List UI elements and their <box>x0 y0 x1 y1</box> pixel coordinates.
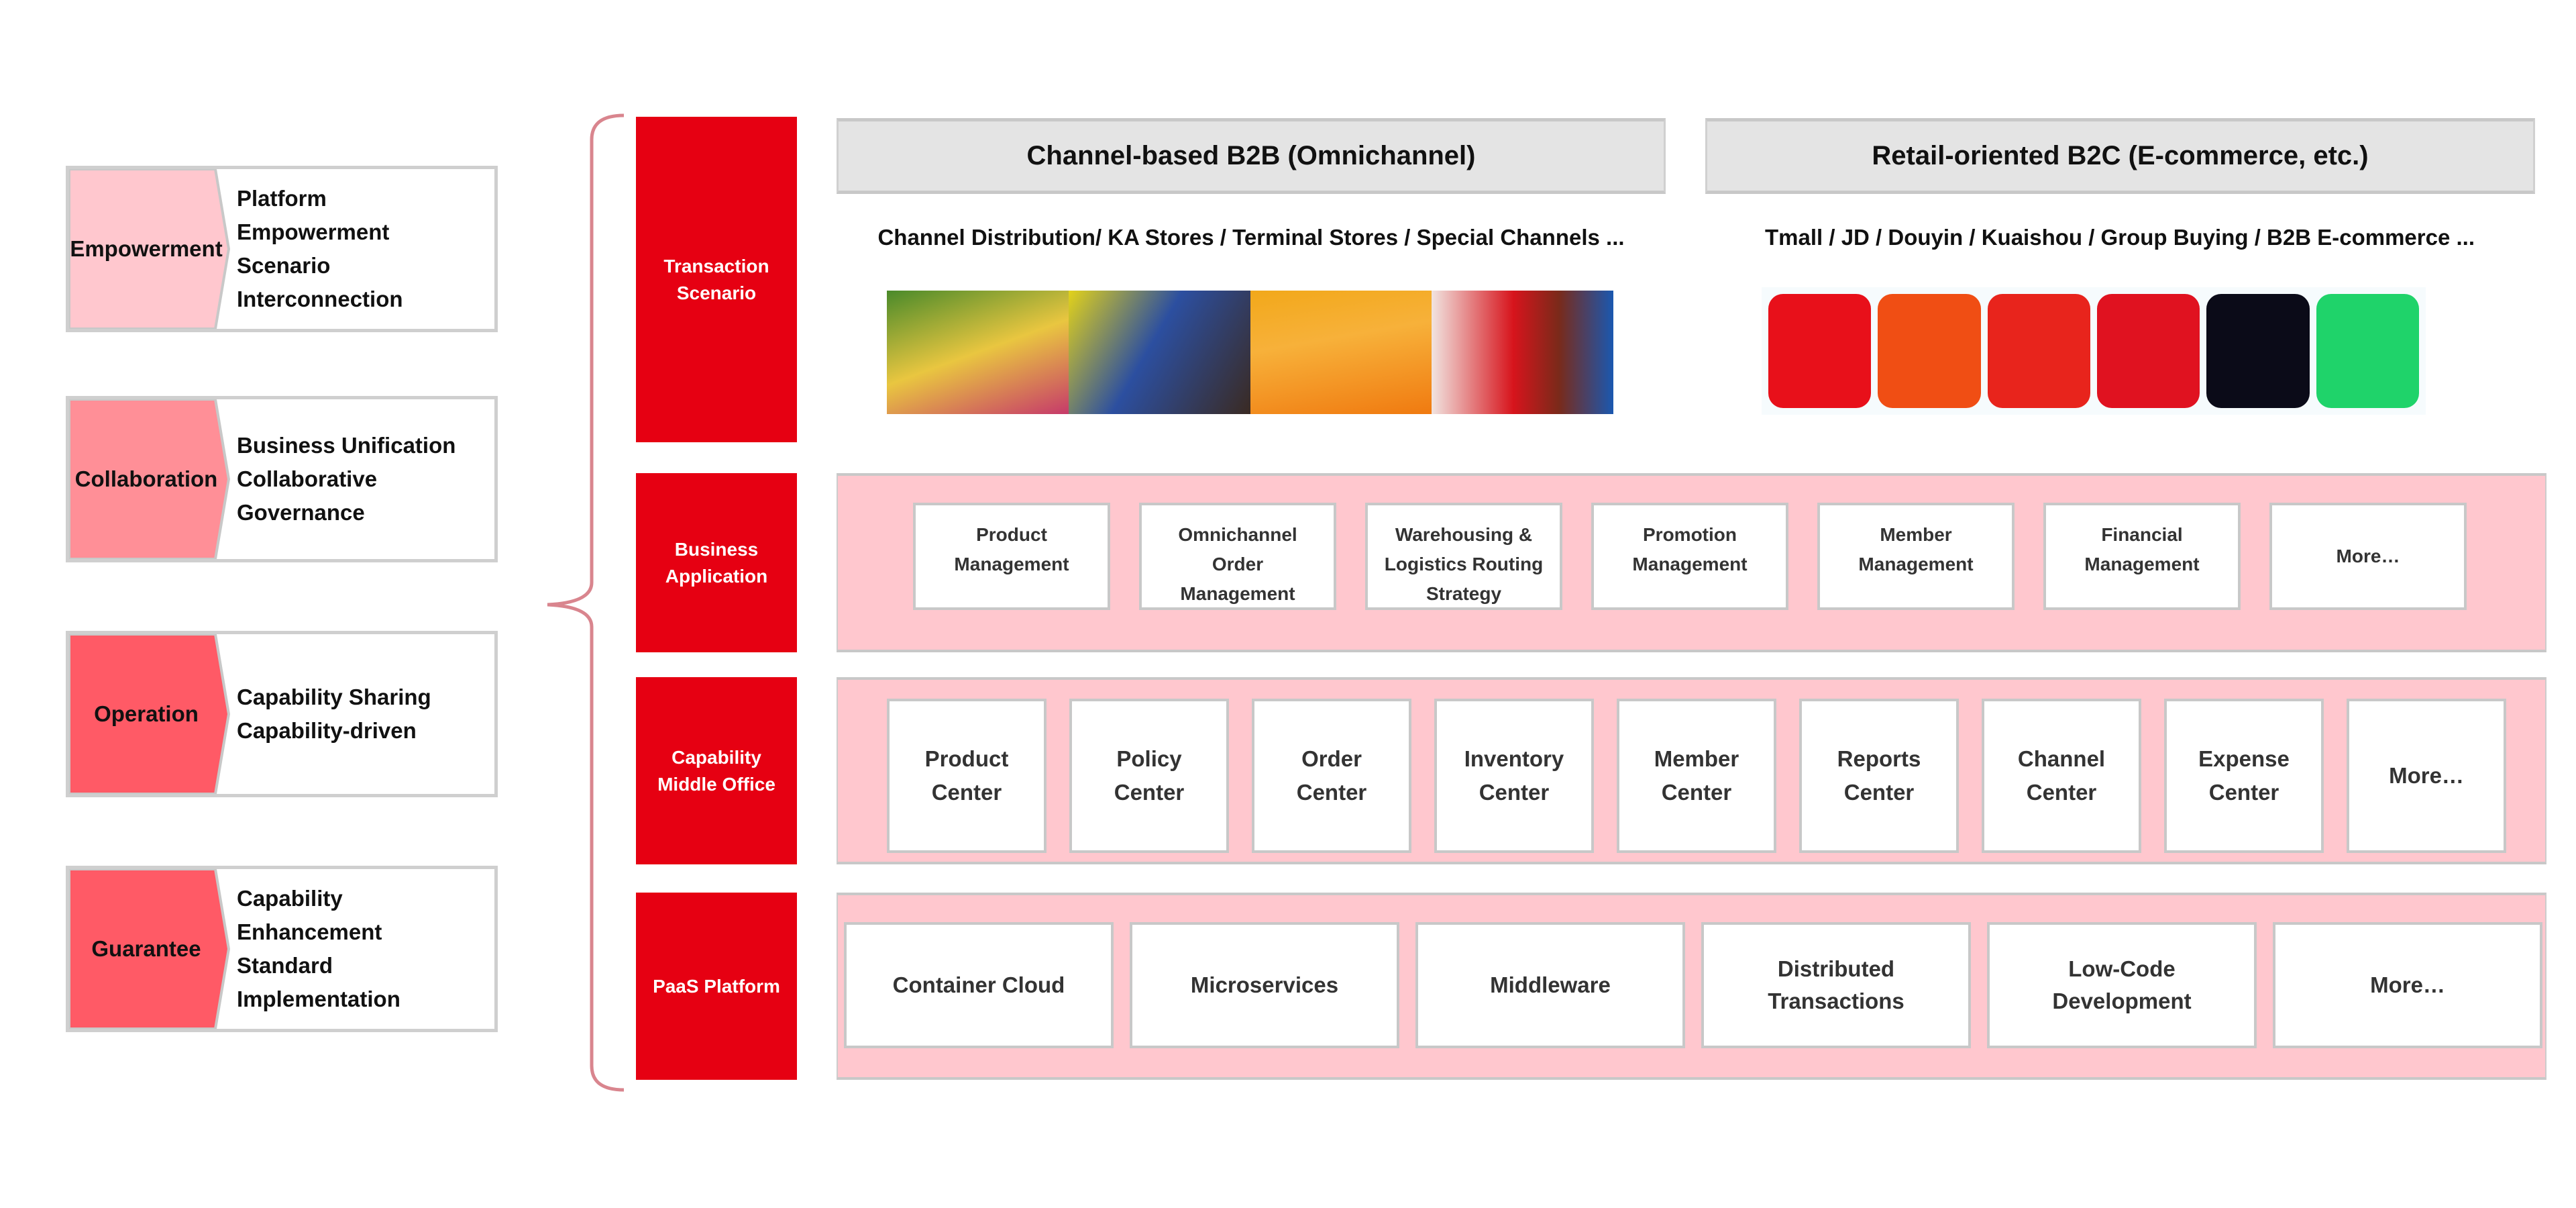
pillar-description-line: Governance <box>237 500 365 525</box>
capability-center-reports-center: Reports Center <box>1799 699 1959 853</box>
pillar-label: Guarantee <box>91 936 201 961</box>
paas-service-more: More… <box>2273 922 2542 1048</box>
capability-center-expense-center: Expense Center <box>2164 699 2324 853</box>
capability-center-inventory-center: Inventory Center <box>1434 699 1594 853</box>
capability-center-product-center: Product Center <box>887 699 1046 853</box>
chevron-shape <box>69 169 230 329</box>
business-app-warehousing-logistics-routing-strategy: Warehousing & Logistics Routing Strategy <box>1365 503 1562 610</box>
douyin-icon <box>2206 294 2310 408</box>
layer-business-application: Business Application <box>636 473 797 652</box>
jd-icon <box>1987 294 2090 408</box>
layer-transaction-scenario: Transaction Scenario <box>636 117 797 442</box>
b2b-channels-text: Channel Distribution/ KA Stores / Termin… <box>877 225 1625 250</box>
pillar-label: Operation <box>94 701 199 726</box>
chevron-shape <box>69 869 230 1029</box>
pillar-description-line: Empowerment <box>237 219 390 244</box>
b2c-header: Retail-oriented B2C (E-commerce, etc.) <box>1705 118 2535 194</box>
pillar-description-line: Interconnection <box>237 287 403 311</box>
business-app-member-management: Member Management <box>1817 503 2015 610</box>
curly-brace <box>547 113 625 1092</box>
tmall-icon <box>1768 294 1872 408</box>
business-app-promotion-management: Promotion Management <box>1591 503 1788 610</box>
capability-center-more: More… <box>2347 699 2506 853</box>
pillar-description-line: Business Unification <box>237 433 456 458</box>
taobao-icon <box>1878 294 1981 408</box>
b2c-channels-text: Tmall / JD / Douyin / Kuaishou / Group B… <box>1765 225 2475 250</box>
pillar-description-line: Capability Sharing <box>237 685 431 709</box>
chevron-shape <box>69 634 230 794</box>
paas-service-container-cloud: Container Cloud <box>844 922 1114 1048</box>
business-app-financial-management: Financial Management <box>2043 503 2241 610</box>
pillar-description-line: Platform <box>237 186 327 211</box>
ecommerce-app-icons <box>1762 287 2426 415</box>
paas-service-distributed-transactions: Distributed Transactions <box>1701 922 1971 1048</box>
b2b-header: Channel-based B2B (Omnichannel) <box>837 118 1666 194</box>
wechat-icon <box>2316 294 2419 408</box>
pillar-description-line: Scenario <box>237 253 331 278</box>
pillar-description-line: Collaborative <box>237 466 378 491</box>
capability-center-channel-center: Channel Center <box>1982 699 2141 853</box>
pillar-description-line: Standard <box>237 953 333 978</box>
capability-center-order-center: Order Center <box>1252 699 1411 853</box>
capability-center-member-center: Member Center <box>1617 699 1776 853</box>
pillar-label: Collaboration <box>74 466 218 491</box>
layer-capability-middle-office: Capability Middle Office <box>636 677 797 864</box>
paas-service-middleware: Middleware <box>1415 922 1685 1048</box>
pinduoduo-icon <box>2096 294 2200 408</box>
business-app-omnichannel-order-management: Omnichannel Order Management <box>1139 503 1336 610</box>
pillar-label: Empowerment <box>70 236 223 261</box>
pillar-description-line: Capability-driven <box>237 718 417 743</box>
product-photo-collage <box>887 291 1613 414</box>
business-app-more: More… <box>2269 503 2467 610</box>
pillar-description-line: Implementation <box>237 987 400 1011</box>
pillar-description-line: Enhancement <box>237 919 382 944</box>
paas-service-microservices: Microservices <box>1130 922 1399 1048</box>
capability-center-policy-center: Policy Center <box>1069 699 1229 853</box>
chevron-shape <box>69 399 230 559</box>
layer-paas-platform: PaaS Platform <box>636 893 797 1080</box>
paas-service-low-code-development: Low-Code Development <box>1987 922 2257 1048</box>
business-application-panel: Product Management Omnichannel Order Mana… <box>837 473 2546 652</box>
business-app-product-management: Product Management <box>913 503 1110 610</box>
pillar-description-line: Capability <box>237 886 343 911</box>
